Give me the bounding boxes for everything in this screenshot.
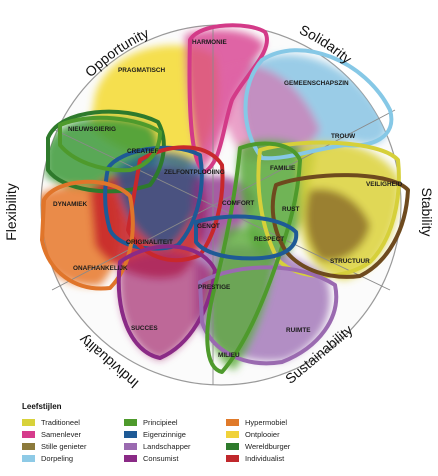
value-trouw: TROUW — [331, 133, 356, 140]
value-ruimte: RUIMTE — [286, 327, 311, 334]
value-comfort: COMFORT — [222, 200, 254, 207]
value-rust: RUST — [282, 206, 299, 213]
outline-eigenzinnige-b — [194, 214, 299, 261]
legend-label: Stille genieter — [41, 441, 87, 451]
value-onafhankelijk: ONAFHANKELIJK — [73, 265, 128, 272]
legend-swatch — [226, 454, 239, 462]
outline-landschapper — [198, 265, 339, 366]
value-milieu: MILIEU — [218, 352, 240, 359]
legend-label: Individualist — [245, 453, 285, 463]
legend-item-traditioneel: Traditioneel — [22, 417, 124, 427]
legend-label: Landschapper — [143, 441, 191, 451]
dimension-stability: Stability — [419, 187, 435, 236]
value-gemeenschapszin: GEMEENSCHAPSZIN — [284, 80, 349, 87]
legend-item-consumist: Consumist — [124, 453, 226, 463]
legend-label: Principieel — [143, 417, 178, 427]
value-succes: SUCCES — [131, 325, 158, 332]
value-harmonie: HARMONIE — [192, 39, 228, 46]
value-prestige: PRESTIGE — [198, 284, 231, 291]
outline-stille-genieter — [270, 173, 410, 279]
legend-label: Dorpeling — [41, 453, 74, 463]
value-zelfontplooiing: ZELFONTPLOOIING — [164, 169, 225, 176]
legend-swatch — [124, 430, 137, 438]
lifestyle-outlines — [40, 23, 410, 374]
outline-traditioneel — [256, 140, 401, 278]
lifestyle-values-diagram: Opportunity Solidarity Flexibility Stabi… — [3, 21, 435, 391]
legend-label: Eigenzinnige — [143, 429, 186, 439]
outline-individualist — [126, 145, 225, 263]
value-veiligheid: VEILIGHEID — [366, 181, 403, 188]
legend-item-individualist: Individualist — [226, 453, 336, 463]
blob-stille-genieter — [305, 189, 370, 261]
outline-wereldburger — [46, 109, 166, 194]
legend-swatch — [124, 442, 137, 450]
legend-label: Hypermobiel — [245, 417, 288, 427]
legend-item-hypermobiel: Hypermobiel — [226, 417, 336, 427]
legend-label: Wereldburger — [245, 441, 291, 451]
axis-lines — [51, 25, 396, 385]
legend-swatch — [124, 454, 137, 462]
legend-item-wereldburger: Wereldburger — [226, 441, 336, 451]
legend-swatch — [22, 442, 35, 450]
legend-item-eigenzinnige: Eigenzinnige — [124, 429, 226, 439]
outline-eigenzinnige — [103, 145, 204, 251]
legend-swatch — [22, 430, 35, 438]
axis-line-diagonal-b — [51, 109, 396, 291]
legend-swatch — [226, 418, 239, 426]
blob-principieel-b — [208, 226, 275, 370]
legend-swatch — [226, 430, 239, 438]
dimension-flexibility: Flexibility — [3, 183, 19, 241]
axis-line-diagonal — [54, 129, 391, 291]
legend-label: Traditioneel — [41, 417, 80, 427]
legend: Leefstijlen Traditioneel Principieel Hyp… — [22, 402, 422, 463]
value-creatief: CREATIEF — [127, 148, 159, 155]
legend-item-dorpeling: Dorpeling — [22, 453, 124, 463]
value-genot: GENOT — [197, 223, 220, 230]
value-familie: FAMILIE — [270, 165, 296, 172]
legend-title: Leefstijlen — [22, 402, 62, 411]
legend-label: Ontplooier — [245, 429, 280, 439]
legend-item-principieel: Principieel — [124, 417, 226, 427]
legend-swatch — [22, 454, 35, 462]
value-dynamiek: DYNAMIEK — [53, 201, 87, 208]
legend-swatch — [124, 418, 137, 426]
value-respect: RESPECT — [254, 236, 284, 243]
legend-item-samenlever: Samenlever — [22, 429, 124, 439]
legend-item-ontplooier: Ontplooier — [226, 429, 336, 439]
legend-swatch — [226, 442, 239, 450]
legend-label: Consumist — [143, 453, 179, 463]
legend-swatch — [22, 418, 35, 426]
outline-consumist — [116, 244, 217, 360]
value-labels: HARMONIE PRAGMATISCH GEMEENSCHAPSZIN NIE… — [53, 39, 403, 359]
legend-grid: Traditioneel Principieel Hypermobiel Sam… — [22, 417, 422, 463]
value-originaliteit: ORIGINALITEIT — [126, 239, 173, 246]
legend-item-landschapper: Landschapper — [124, 441, 226, 451]
value-structuur: STRUCTUUR — [330, 258, 370, 265]
value-pragmatisch: PRAGMATISCH — [118, 67, 165, 74]
value-nieuwsgierig: NIEUWSGIERIG — [68, 126, 116, 133]
outline-principieel-b — [58, 115, 162, 173]
legend-label: Samenlever — [41, 429, 82, 439]
legend-item-stille-genieter: Stille genieter — [22, 441, 124, 451]
